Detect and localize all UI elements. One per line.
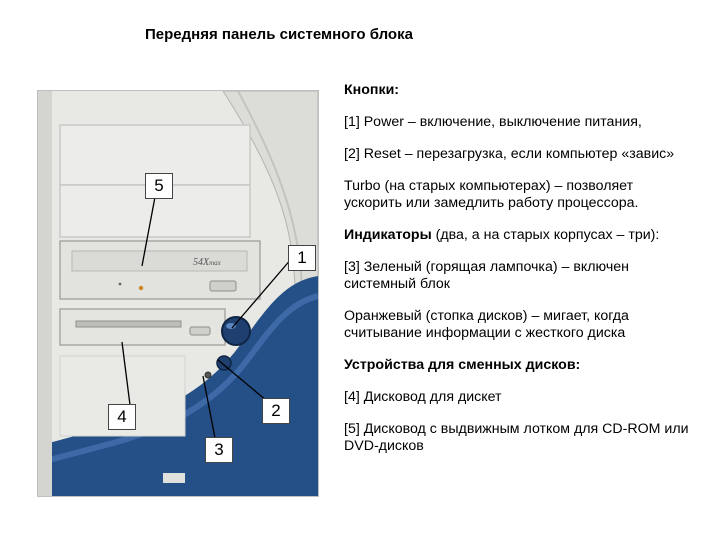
floppy-description: [4] Дисковод для дискет — [344, 389, 502, 405]
description-panel: Кнопки: [1] Power – включение, выключени… — [344, 82, 694, 470]
indicators-heading: Индикаторы — [344, 227, 432, 243]
computer-case-photo: 54Xmax — [37, 90, 319, 497]
drives-heading: Устройства для сменных дисков: — [344, 357, 581, 373]
callout-5: 5 — [145, 173, 173, 199]
green-indicator-description: [3] Зеленый (горящая лампочка) – включен… — [344, 259, 629, 292]
buttons-heading: Кнопки: — [344, 82, 400, 98]
slide-title: Передняя панель системного блока — [145, 26, 413, 43]
orange-indicator-description: Оранжевый (стопка дисков) – мигает, когд… — [344, 308, 629, 341]
cdrom-description: [5] Дисковод с выдвижным лотком для CD-R… — [344, 421, 689, 454]
indicators-description: Индикаторы (два, а на старых корпусах – … — [344, 227, 694, 244]
drive-label: 54Xmax — [193, 257, 222, 268]
power-description: [1] Power – включение, выключение питани… — [344, 114, 642, 130]
callout-3: 3 — [205, 437, 233, 463]
reset-description: [2] Reset – перезагрузка, если компьютер… — [344, 146, 675, 162]
turbo-description: Turbo (на старых компьютерах) – позволяе… — [344, 178, 639, 211]
callout-1: 1 — [288, 245, 316, 271]
callout-4: 4 — [108, 404, 136, 430]
callout-2: 2 — [262, 398, 290, 424]
indicators-note: (два, а на старых корпусах – три): — [431, 227, 660, 243]
